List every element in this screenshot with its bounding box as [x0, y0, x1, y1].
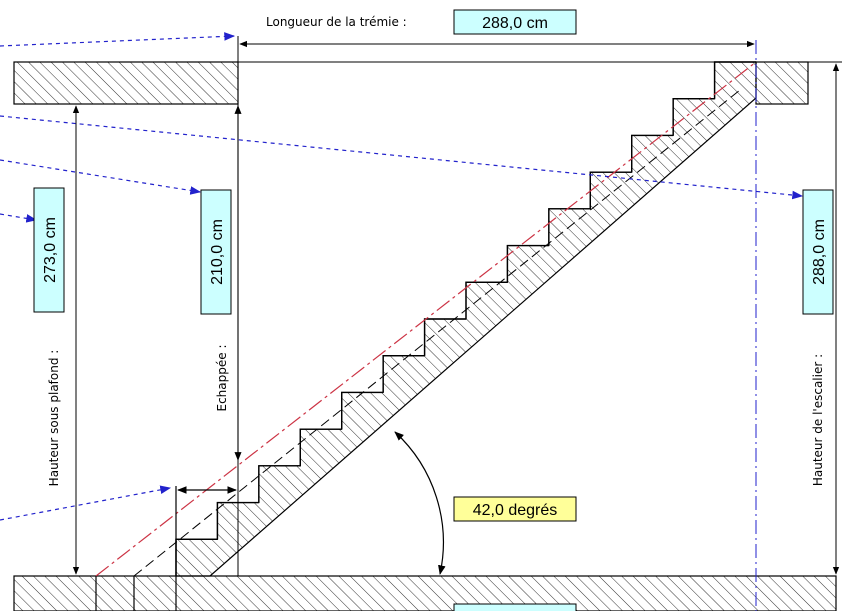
angle-box [453, 496, 577, 522]
angle-value: 42,0 degrés [473, 502, 558, 519]
leader-arrow-stair-height [0, 115, 804, 200]
lower-floor-slab [13, 575, 837, 611]
stair-step [631, 134, 674, 173]
ceiling-height-value: 273,0 cm [42, 217, 59, 283]
tremie-length-label: Longueur de la trémie : [266, 15, 407, 29]
stair-stringer [175, 61, 757, 577]
stair-step [423, 318, 466, 356]
leader-arrow-step [0, 485, 172, 521]
upper-floor-slab-left [13, 61, 239, 105]
headroom-label: Echappée : [215, 345, 229, 412]
headroom-box [200, 189, 232, 315]
leader-arrow-headroom [0, 159, 202, 195]
upper-floor-slab-right [755, 61, 809, 105]
angle-arc [394, 431, 446, 575]
headroom-value: 210,0 cm [209, 219, 226, 285]
tremie-length-box [453, 9, 577, 35]
stair-step [589, 171, 632, 209]
headroom-line [133, 89, 741, 577]
stair-step [216, 501, 259, 540]
stair-step [465, 281, 508, 319]
stair-step [713, 61, 756, 99]
bottom-value-box-cropped [453, 603, 577, 611]
stair-height-label: Hauteur de l'escalier : [811, 354, 825, 486]
stair-height-box [802, 189, 834, 315]
line-of-travel [95, 61, 757, 577]
leader-arrow-tremie [0, 32, 236, 47]
ceiling-height-label: Hauteur sous plafond : [47, 350, 61, 487]
stair-step [672, 98, 715, 136]
tremie-length-value: 288,0 cm [482, 15, 548, 32]
leader-arrow-ceiling [0, 213, 38, 223]
stair-step [258, 465, 301, 503]
stair-step [341, 391, 384, 430]
stair-step [506, 244, 549, 283]
ceiling-height-box [33, 187, 65, 313]
stair-step [382, 355, 425, 393]
stair-step [548, 208, 591, 246]
stair-height-value: 288,0 cm [811, 219, 828, 285]
stair-step [299, 428, 342, 466]
